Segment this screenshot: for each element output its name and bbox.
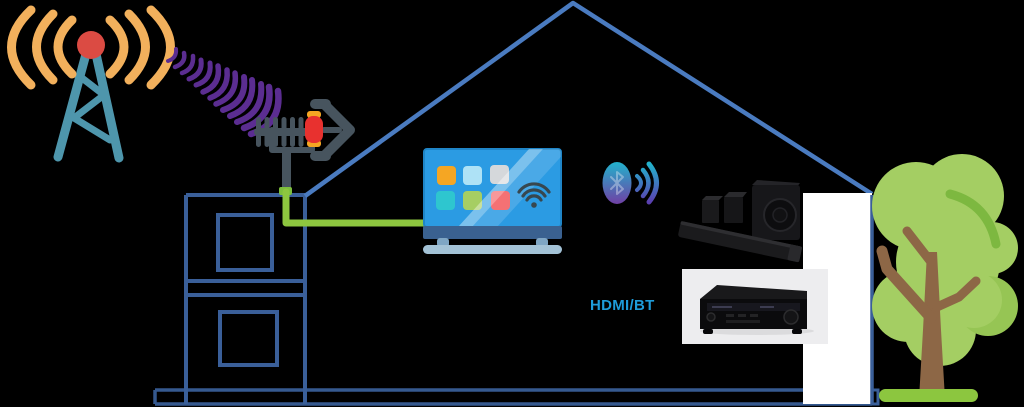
smart-tv xyxy=(423,148,562,254)
tv-stand xyxy=(423,245,562,254)
subwoofer xyxy=(752,180,800,240)
foundation-corner xyxy=(872,388,880,406)
window-upper xyxy=(216,213,274,272)
receiver-foot xyxy=(703,329,713,334)
coax-cable xyxy=(282,188,436,227)
receiver-top xyxy=(700,285,807,299)
broadcast-tower-icon xyxy=(7,5,175,163)
app-icon xyxy=(436,191,455,210)
tree-trunk xyxy=(919,252,945,399)
roof-line xyxy=(303,0,874,198)
tv-bezel xyxy=(423,226,562,239)
surround-speaker xyxy=(702,192,747,223)
grass-strip xyxy=(879,389,978,402)
app-icon xyxy=(463,166,482,185)
foliage-accent xyxy=(945,189,1001,249)
radio-waves-icon xyxy=(7,5,175,90)
tree-icon xyxy=(872,154,1018,402)
house-outline xyxy=(153,0,874,406)
app-icon xyxy=(490,165,509,184)
bt-signal-arcs xyxy=(635,161,659,205)
dipole-cap-top xyxy=(307,111,321,118)
soundbar xyxy=(678,221,803,263)
antenna-arrow-icon xyxy=(319,99,355,161)
antenna-elements xyxy=(254,117,310,194)
tv-legs xyxy=(437,238,548,247)
bluetooth-rune-icon xyxy=(610,171,624,195)
av-receiver xyxy=(682,269,828,344)
right-wall-lines xyxy=(870,195,880,406)
receiver-input-knob xyxy=(706,312,716,322)
antenna-boom xyxy=(254,128,310,136)
tv-app-grid xyxy=(436,165,510,210)
dipole-red-element xyxy=(305,116,323,143)
receiver-volume-knob xyxy=(783,309,799,325)
tower-beacon xyxy=(77,31,105,59)
tower-lattice xyxy=(53,49,124,163)
bt-wireless-icon xyxy=(602,161,659,205)
app-icon xyxy=(463,191,482,210)
app-icon xyxy=(491,191,510,210)
receiver-foot xyxy=(792,329,802,334)
bt-oval xyxy=(602,162,632,204)
receiver-buttons xyxy=(726,314,760,323)
foundation-lines xyxy=(153,388,872,406)
window-lower xyxy=(218,310,279,367)
receiver-display xyxy=(707,303,800,311)
tv-wifi-icon xyxy=(517,182,551,208)
antenna-mast xyxy=(282,150,291,194)
antenna-icon xyxy=(254,99,355,194)
tree-branches xyxy=(876,226,981,324)
tv-screen-glare xyxy=(458,149,561,227)
soundbar-set xyxy=(678,180,803,263)
hdmi-bt-label: HDMI/BT xyxy=(590,297,655,314)
app-icon xyxy=(437,166,456,185)
